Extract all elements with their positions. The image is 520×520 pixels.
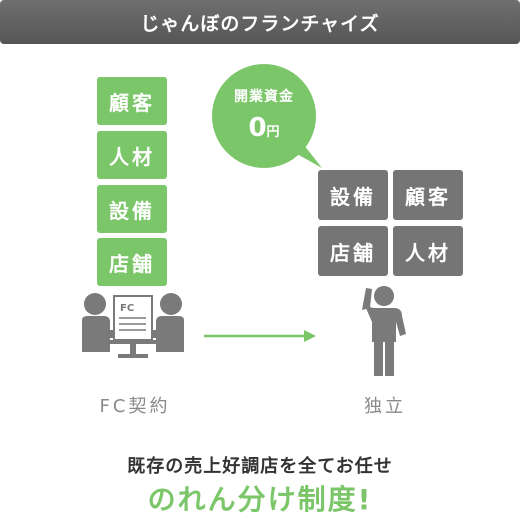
contract-doc-label: FC <box>120 303 134 314</box>
resource-personnel-right: 人材 <box>393 226 463 276</box>
resource-store-right: 店舗 <box>318 226 388 276</box>
bubble-amount-number: 0 <box>248 113 267 143</box>
resource-store-left: 店舗 <box>97 238 167 286</box>
resource-customers-left: 顧客 <box>97 77 167 125</box>
bubble-title: 開業資金 <box>234 89 294 105</box>
arrow-right-icon <box>204 330 316 342</box>
startup-funds-bubble <box>212 64 316 168</box>
independence-label: 独立 <box>364 396 406 417</box>
header-title: じゃんぼのフランチャイズ <box>140 12 380 35</box>
bubble-amount: 0円 <box>212 113 316 143</box>
independent-person-icon <box>362 286 406 376</box>
bubble-amount-unit: 円 <box>266 125 280 140</box>
contract-meeting-icon: FC <box>82 293 184 358</box>
resource-customers-right: 顧客 <box>393 170 463 220</box>
tagline: 既存の売上好調店を全てお任せ <box>127 456 393 477</box>
header-banner: じゃんぼのフランチャイズ <box>0 0 520 44</box>
catchphrase: のれん分け制度! <box>147 483 373 516</box>
fc-contract-label: FC契約 <box>99 396 171 417</box>
resource-personnel-left: 人材 <box>97 131 167 179</box>
resource-equipment-right: 設備 <box>318 170 388 220</box>
resource-equipment-left: 設備 <box>97 185 167 233</box>
